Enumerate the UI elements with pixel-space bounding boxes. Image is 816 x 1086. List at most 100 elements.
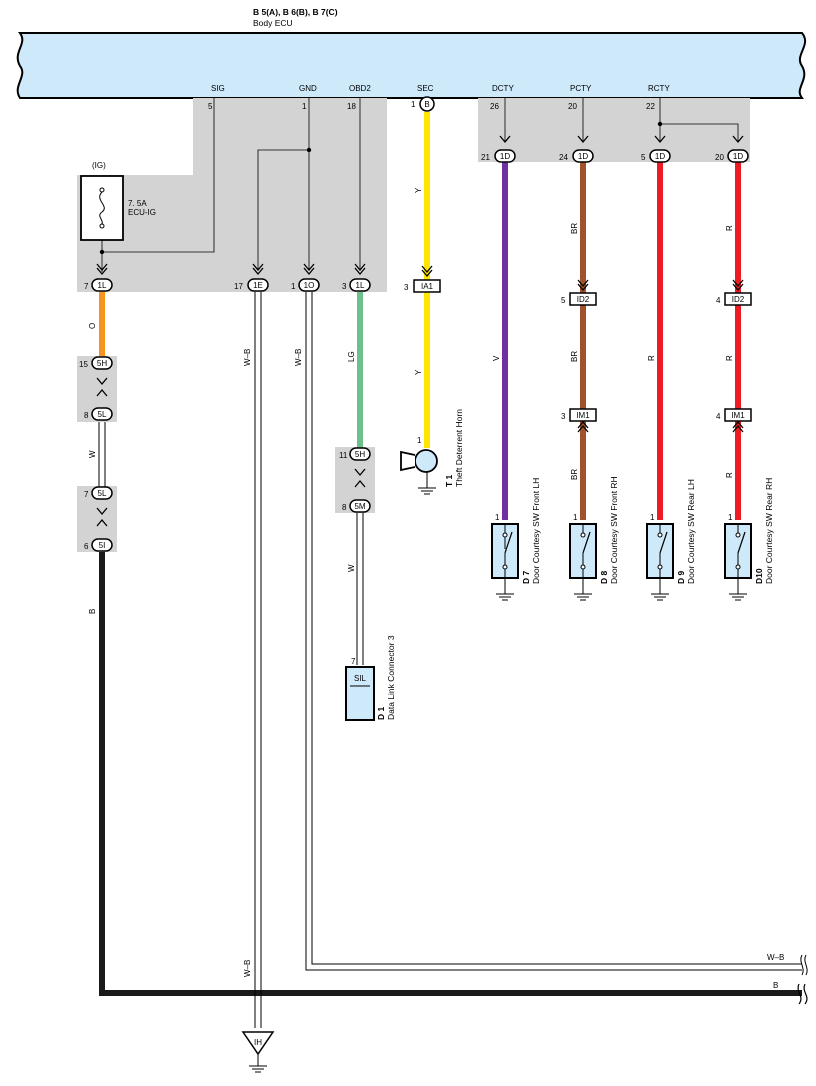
ecu-connector-panel-right [478,98,750,162]
svg-text:IM1: IM1 [731,411,745,420]
svg-text:1: 1 [728,513,733,522]
wire-label-b-right: B [773,981,778,990]
svg-text:1L: 1L [356,281,365,290]
svg-text:1: 1 [495,513,500,522]
d9-name: Door Courtesy SW Rear LH [686,479,696,584]
wire-white-dlc [356,513,364,665]
connector-im1-rear: IM1 [724,408,752,422]
svg-text:1D: 1D [655,152,665,161]
wire-label-y-upper: Y [414,187,423,193]
door-switch-front-rh: 1 [569,513,597,594]
fuse-supply-label: (IG) [92,161,106,170]
pin-1o: 1 [291,282,296,291]
terminal-sig-label: SIG [211,84,225,93]
terminal-dcty-label: DCTY [492,84,514,93]
svg-text:5H: 5H [97,359,107,368]
wire-label-y-lower: Y [414,369,423,375]
wire-label-o: O [88,323,97,329]
svg-text:1L: 1L [98,281,107,290]
connector-id2-rear: ID2 [724,292,752,306]
svg-text:1E: 1E [253,281,263,290]
terminal-rcty-pin: 22 [646,102,655,111]
terminal-sec-pin: 1 [411,100,416,109]
wire-label-b: B [88,609,97,614]
splice-point-rcty [657,121,663,127]
splice-point-ig [99,249,105,255]
fuse-rating: 7. 5A [128,199,147,208]
pin-im1-rear: 4 [716,412,721,421]
svg-text:IA1: IA1 [421,282,434,291]
connector-1d-rcty-rh: 1D [727,149,749,163]
d7-code: D 7 [521,571,531,585]
pin-id2-rear: 4 [716,296,721,305]
d10-code: D10 [754,568,764,584]
pin-1d-dcty: 21 [481,153,490,162]
door-switch-rear-lh: 1 [646,513,674,594]
fuse-box [80,175,124,241]
connector-5h-upper: 5H [91,356,113,370]
connector-id2-front: ID2 [569,292,597,306]
terminal-dcty-pin: 26 [490,102,499,111]
ecu-name: Body ECU [253,18,293,28]
connector-5m: 5M [349,499,371,513]
wire-white-black-1o [305,292,802,971]
pin-1l-sig: 7 [84,282,89,291]
d8-code: D 8 [599,571,609,585]
connector-1l-sig: 1L [91,278,113,292]
svg-text:5H: 5H [355,450,365,459]
wire-black-ground [99,552,802,996]
connector-1d-pcty: 1D [572,149,594,163]
pin-1l-obd2: 3 [342,282,347,291]
pin-5m: 8 [342,503,347,512]
terminal-gnd-pin: 1 [302,102,307,111]
svg-text:5I: 5I [99,541,106,550]
svg-text:1D: 1D [578,152,588,161]
svg-text:1: 1 [650,513,655,522]
horn-code: T 1 [444,474,454,487]
pin-id2-front: 5 [561,296,566,305]
wire-label-r-upper: R [725,225,734,231]
wire-label-r-lower: R [725,472,734,478]
wire-label-wb-right: W–B [767,953,784,962]
d10-name: Door Courtesy SW Rear RH [764,478,774,584]
svg-text:IM1: IM1 [576,411,590,420]
pin-5i: 6 [84,542,89,551]
connector-5l-upper: 5L [91,407,113,421]
connector-1d-rcty-lh: 1D [649,149,671,163]
ground-point-ih: IH [241,1031,275,1073]
wire-label-br-upper: BR [570,223,579,234]
svg-text:B: B [424,100,429,109]
fuse-name: ECU-IG [128,208,156,217]
terminal-gnd-label: GND [299,84,317,93]
horn-name: Theft Deterrent Horn [454,409,464,487]
horn-pin: 1 [417,436,422,445]
wire-break-b [797,983,808,1005]
connector-5i: 5I [91,538,113,552]
wire-label-wb-1o: W–B [294,349,303,366]
d7-name: Door Courtesy SW Front LH [531,478,541,584]
svg-text:ID2: ID2 [732,295,745,304]
connector-1d-dcty: 1D [494,149,516,163]
wire-label-r-middle: R [725,355,734,361]
pin-5h-upper: 15 [79,360,88,369]
pin-1d-rcty-rh: 20 [715,153,724,162]
connector-im1-front: IM1 [569,408,597,422]
wire-label-v: V [492,355,501,361]
pin-1d-rcty-lh: 5 [641,153,646,162]
d9-code: D 9 [676,571,686,585]
dlc-terminal: SIL [354,674,367,683]
svg-text:IH: IH [254,1038,262,1047]
dlc-pin: 7 [351,657,356,666]
terminal-pcty-label: PCTY [570,84,592,93]
ground-icon-d9 [651,593,669,601]
d8-name: Door Courtesy SW Front RH [609,476,619,584]
ground-icon-d10 [729,593,747,601]
pin-5l-upper: 8 [84,411,89,420]
svg-text:ID2: ID2 [577,295,590,304]
connector-1l-obd2: 1L [349,278,371,292]
wire-label-wb-1e: W–B [243,349,252,366]
connector-5h-lower: 5H [349,447,371,461]
pin-im1-front: 3 [561,412,566,421]
wire-label-br-middle: BR [570,351,579,362]
connector-1o: 1O [298,278,320,292]
